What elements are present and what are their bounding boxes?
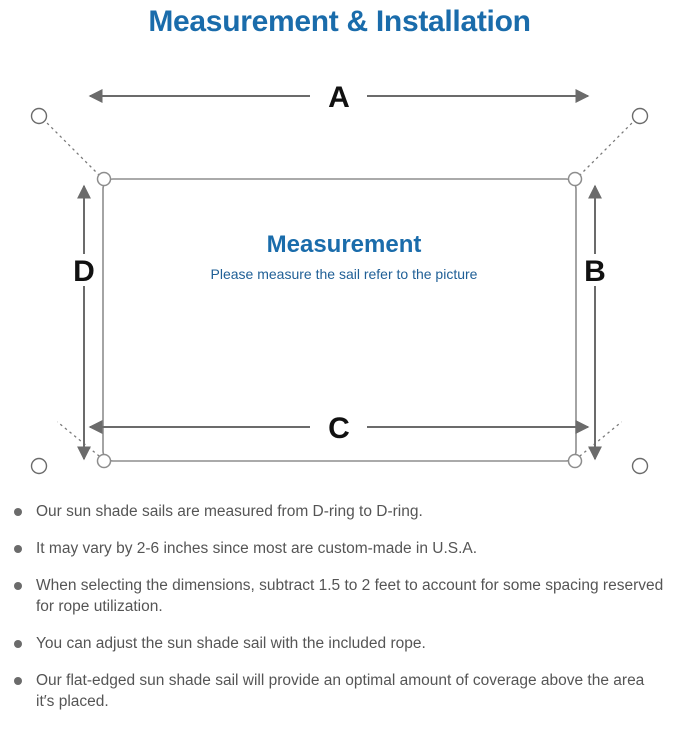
- d-ring-bottom-left: [96, 453, 112, 469]
- rope-bottom-right: [574, 421, 623, 461]
- notes-list: Our sun shade sails are measured from D-…: [0, 501, 679, 712]
- rope-top-right: [574, 119, 636, 181]
- note-text: Our sun shade sails are measured from D-…: [36, 503, 423, 520]
- d-ring-bottom-right: [567, 453, 583, 469]
- list-item: Our sun shade sails are measured from D-…: [14, 501, 665, 522]
- note-text: When selecting the dimensions, subtract …: [36, 577, 664, 615]
- note-text: It may vary by 2-6 inches since most are…: [36, 540, 478, 557]
- diagram-svg: A C D B Measurement Please measure the s…: [30, 81, 649, 475]
- d-ring-top-right: [567, 171, 583, 187]
- note-text: You can adjust the sun shade sail with t…: [36, 635, 426, 652]
- dimension-label-b: B: [584, 255, 606, 288]
- anchor-top-right: [631, 107, 649, 125]
- bullet-icon: [14, 640, 22, 648]
- diagram-center-title: Measurement: [267, 231, 422, 258]
- note-text: Our flat-edged sun shade sail will provi…: [36, 672, 645, 710]
- rope-top-left: [43, 119, 105, 181]
- d-ring-top-left: [96, 171, 112, 187]
- list-item: When selecting the dimensions, subtract …: [14, 575, 665, 617]
- list-item: Our flat-edged sun shade sail will provi…: [14, 670, 665, 712]
- page-title: Measurement & Installation: [148, 5, 531, 38]
- bullet-icon: [14, 508, 22, 516]
- anchor-bottom-right: [631, 457, 649, 475]
- rope-bottom-left: [56, 421, 105, 461]
- anchor-top-left: [30, 107, 48, 125]
- measurement-diagram: A C D B Measurement Please measure the s…: [0, 41, 679, 501]
- dimension-label-d: D: [73, 255, 95, 288]
- list-item: It may vary by 2-6 inches since most are…: [14, 538, 665, 559]
- dimension-label-a: A: [328, 81, 350, 114]
- diagram-center-subtitle: Please measure the sail refer to the pic…: [211, 266, 478, 282]
- bullet-icon: [14, 545, 22, 553]
- dimension-label-c: C: [328, 412, 350, 445]
- sail-shape: [102, 178, 577, 462]
- bullet-icon: [14, 677, 22, 685]
- list-item: You can adjust the sun shade sail with t…: [14, 633, 665, 654]
- anchor-bottom-left: [30, 457, 48, 475]
- bullet-icon: [14, 582, 22, 590]
